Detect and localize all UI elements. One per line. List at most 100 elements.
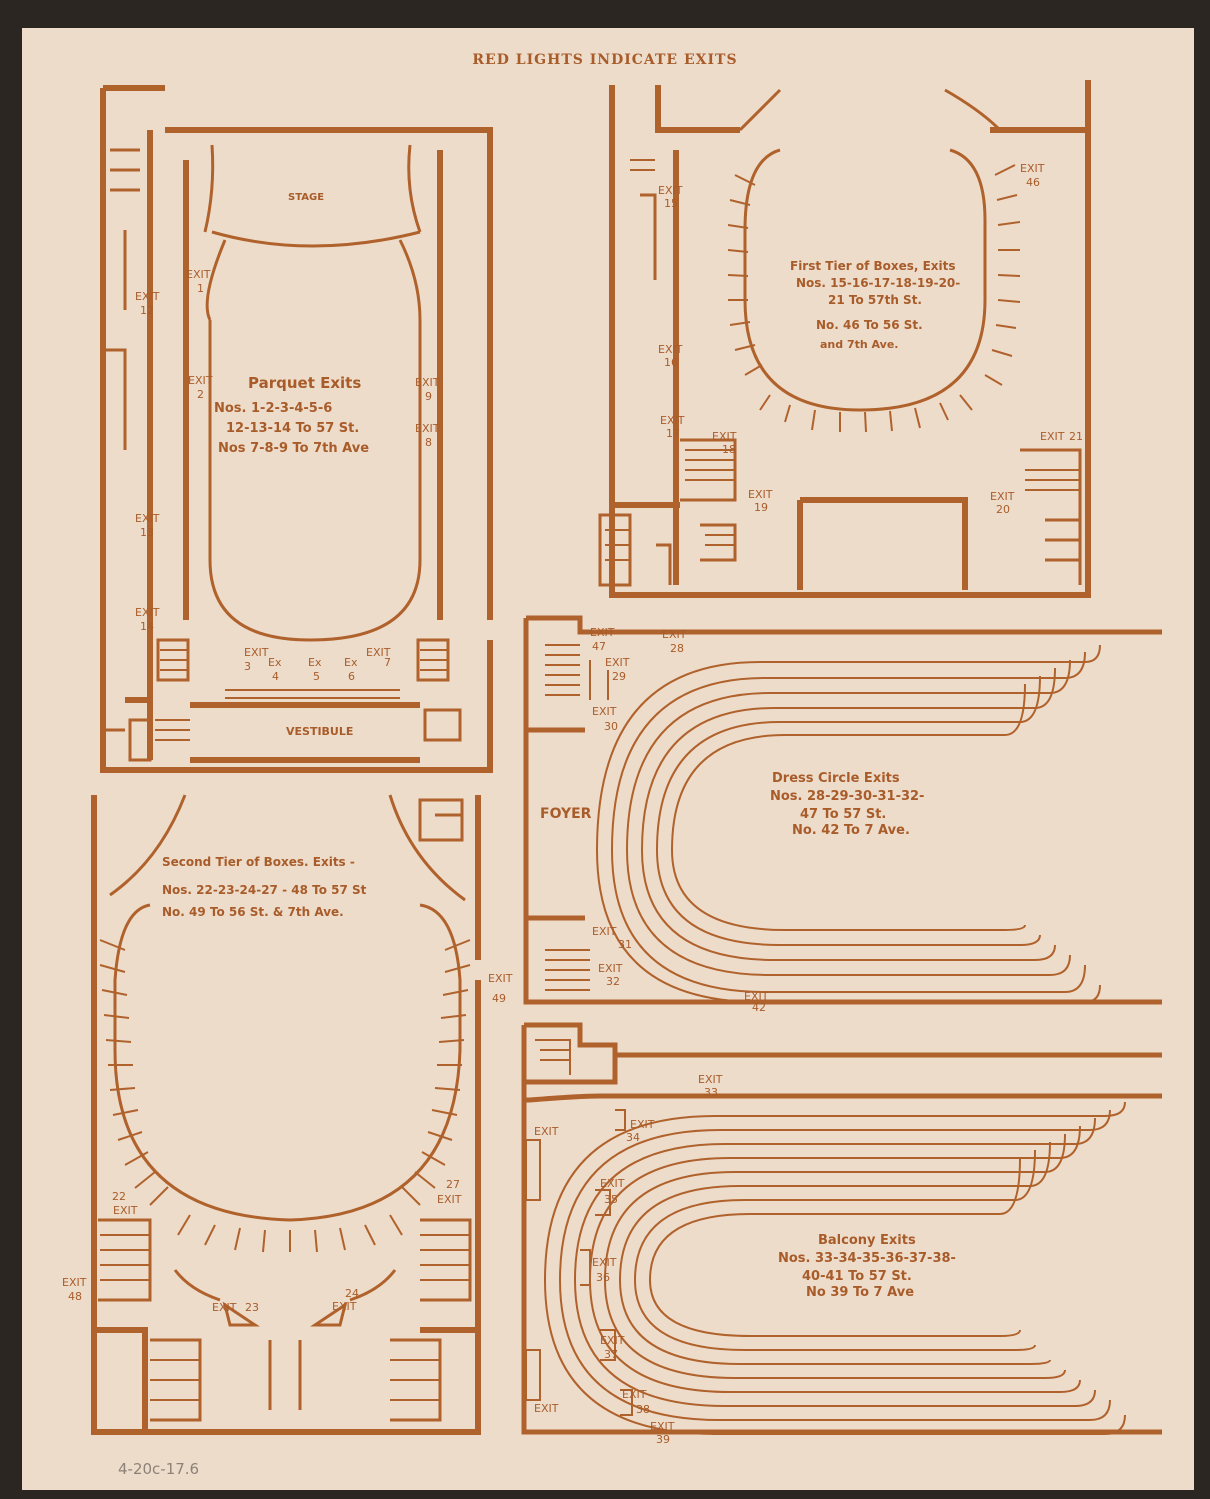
exit-label: EXIT xyxy=(415,376,440,389)
second-tier-box-partitions xyxy=(99,939,471,1401)
exit-label: EXIT xyxy=(366,646,391,659)
dress-circle-caption-line: No. 42 To 7 Ave. xyxy=(792,823,910,838)
second-tier-caption-line: Second Tier of Boxes. Exits - xyxy=(162,855,355,869)
balcony-caption-line: No 39 To 7 Ave xyxy=(806,1285,914,1300)
parquet-caption-title: Parquet Exits xyxy=(248,374,361,392)
dress-circle-caption-line: Nos. 28-29-30-31-32- xyxy=(770,789,924,804)
exit-label: EXIT xyxy=(744,990,769,1003)
second-tier-caption: Second Tier of Boxes. Exits - Nos. 22-23… xyxy=(162,855,367,919)
foyer-label: FOYER xyxy=(540,806,592,822)
exit-number: 8 xyxy=(425,436,432,449)
exit-label: EXIT xyxy=(748,488,773,501)
exit-number: 5 xyxy=(313,670,320,683)
exit-label: EXIT xyxy=(600,1177,625,1190)
vestibule-label: VESTIBULE xyxy=(286,725,353,738)
exit-number: 19 xyxy=(754,501,768,514)
stage-label: STAGE xyxy=(288,192,324,203)
parquet-details xyxy=(103,144,492,762)
exit-number: 23 xyxy=(245,1301,259,1314)
exit-label: EXIT xyxy=(135,290,160,303)
balcony-box-rooms xyxy=(525,1039,633,1416)
exit-number: 37 xyxy=(604,1348,618,1361)
exit-number: 29 xyxy=(612,670,626,683)
balcony-caption-line: Balcony Exits xyxy=(818,1233,916,1248)
exit-label: EXIT xyxy=(415,422,440,435)
ex-label: Ex xyxy=(308,656,322,669)
dress-circle-caption-line: 47 To 57 St. xyxy=(800,807,886,822)
first-tier-caption-line: 21 To 57th St. xyxy=(828,293,922,307)
exit-label: EXIT xyxy=(62,1276,87,1289)
exit-number: 27 xyxy=(446,1178,460,1191)
exit-label: EXIT xyxy=(212,1301,237,1314)
exit-number: 7 xyxy=(384,656,391,669)
exit-label: EXIT xyxy=(590,626,615,639)
exit-number: 39 xyxy=(656,1433,670,1446)
exit-number: 36 xyxy=(596,1271,610,1284)
second-tier-plan: Second Tier of Boxes. Exits - Nos. 22-23… xyxy=(62,794,513,1435)
exit-label: EXIT xyxy=(658,184,683,197)
page-title: RED LIGHTS INDICATE EXITS xyxy=(472,52,738,68)
parquet-caption-line: Nos. 1-2-3-4-5-6 xyxy=(214,401,332,416)
balcony-walls xyxy=(521,1022,1162,1435)
dress-circle-caption-line: Dress Circle Exits xyxy=(772,771,900,786)
second-tier-walls xyxy=(91,795,481,1435)
exit-number: 6 xyxy=(348,670,355,683)
exit-label: EXIT xyxy=(698,1073,723,1086)
exit-number: 24 xyxy=(345,1287,359,1300)
first-tier-details xyxy=(598,88,1082,587)
ex-label: Ex xyxy=(344,656,358,669)
exit-number: 12 xyxy=(140,304,154,317)
exit-number: 20 xyxy=(996,503,1010,516)
first-tier-walls xyxy=(609,80,1091,598)
exit-number: 38 xyxy=(636,1403,650,1416)
second-tier-caption-line: Nos. 22-23-24-27 - 48 To 57 St xyxy=(162,883,367,897)
exit-number: 17 xyxy=(666,427,680,440)
exit-label: EXIT xyxy=(534,1402,559,1415)
exit-label: EXIT xyxy=(332,1300,357,1313)
second-tier-caption-line: No. 49 To 56 St. & 7th Ave. xyxy=(162,905,344,919)
parquet-plan: STAGE VESTIBULE Parquet Exits Nos. 1-2-3… xyxy=(100,85,493,773)
exit-label: EXIT xyxy=(605,656,630,669)
second-tier-exit-labels: EXIT 49 27 EXIT 22 EXIT EXIT 48 EXIT 23 … xyxy=(62,972,513,1314)
exit-label: EXIT xyxy=(658,343,683,356)
ex-label: Ex xyxy=(268,656,282,669)
exit-label: EXIT xyxy=(592,925,617,938)
parquet-walls xyxy=(100,85,493,773)
exit-label: EXIT xyxy=(244,646,269,659)
first-tier-caption-line: Nos. 15-16-17-18-19-20- xyxy=(796,276,960,290)
first-tier-caption-line: and 7th Ave. xyxy=(820,338,898,351)
exit-label: EXIT xyxy=(592,705,617,718)
exit-label: EXIT xyxy=(113,1204,138,1217)
exit-label: EXIT xyxy=(600,1334,625,1347)
exit-label: EXIT xyxy=(534,1125,559,1138)
exit-label: EXIT xyxy=(990,490,1015,503)
exit-label: EXIT xyxy=(598,962,623,975)
exit-number: 46 xyxy=(1026,176,1040,189)
exit-number: 9 xyxy=(425,390,432,403)
exit-label: EXIT xyxy=(592,1256,617,1269)
exit-label: EXIT xyxy=(188,374,213,387)
exit-number: 14 xyxy=(140,620,154,633)
parquet-stairs xyxy=(155,649,448,741)
exit-number: 3 xyxy=(244,660,251,673)
exit-number: 18 xyxy=(722,443,736,456)
exit-label: EXIT xyxy=(1020,162,1045,175)
exit-number: 2 xyxy=(197,388,204,401)
exit-number: 31 xyxy=(618,938,632,951)
exit-number: 32 xyxy=(606,975,620,988)
exit-number: 33 xyxy=(704,1086,718,1099)
first-tier-caption-line: First Tier of Boxes, Exits xyxy=(790,259,956,273)
exit-number: 22 xyxy=(112,1190,126,1203)
exit-number: 34 xyxy=(626,1131,640,1144)
exit-number: 49 xyxy=(492,992,506,1005)
second-tier-details xyxy=(98,794,472,1422)
exit-label: EXIT xyxy=(622,1388,647,1401)
parquet-caption-line: 12-13-14 To 57 St. xyxy=(226,421,359,436)
exit-number: 21 xyxy=(1069,430,1083,443)
dress-circle-caption: Dress Circle Exits Nos. 28-29-30-31-32- … xyxy=(770,771,924,838)
balcony-caption: Balcony Exits Nos. 33-34-35-36-37-38- 40… xyxy=(778,1233,956,1300)
parquet-caption: Parquet Exits Nos. 1-2-3-4-5-6 12-13-14 … xyxy=(214,374,369,456)
dress-circle-plan: FOYER Dress Circle Exits Nos. 28-29-30-3… xyxy=(523,615,1162,1014)
balcony-caption-line: 40-41 To 57 St. xyxy=(802,1269,912,1284)
